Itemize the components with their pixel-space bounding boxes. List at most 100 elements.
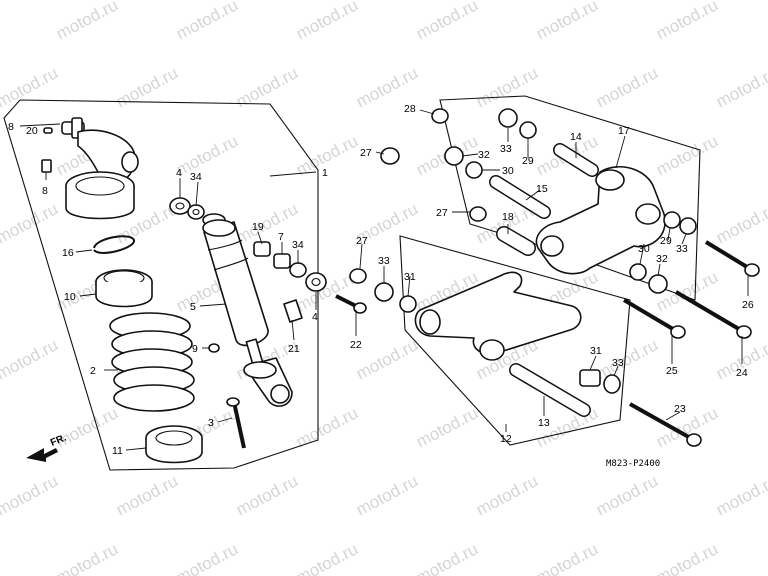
clip-part — [43, 127, 53, 134]
callout-label: 17 — [618, 125, 630, 137]
callout-label: 30 — [502, 165, 514, 177]
bearing-part — [374, 282, 394, 302]
sleeve-part — [496, 226, 536, 256]
callout-label: 27 — [356, 235, 368, 247]
watermark-text: motod.ru — [233, 471, 301, 519]
bearing-part — [663, 211, 681, 229]
watermark-text: motod.ru — [0, 131, 1, 179]
callout-label: 18 — [502, 211, 514, 223]
callout-label: 12 — [500, 433, 512, 445]
watermark-text: motod.ru — [53, 539, 121, 576]
watermark-text: motod.ru — [533, 0, 601, 44]
callout-label: 32 — [478, 149, 490, 161]
shock-upper-mount — [77, 129, 136, 185]
bearing-part — [399, 295, 417, 313]
watermark-text: motod.ru — [713, 471, 768, 519]
shock-group-frame — [3, 99, 319, 471]
washer-part — [305, 272, 327, 292]
arm-group-frame — [439, 95, 701, 301]
callout-label: 1 — [322, 167, 328, 179]
spring-coils — [109, 312, 195, 412]
watermark-text: motod.ru — [353, 471, 421, 519]
leader-lines — [19, 109, 749, 451]
callout-label: 14 — [570, 131, 582, 143]
bearing-part — [519, 121, 537, 139]
watermark-text: motod.ru — [173, 539, 241, 576]
nut-part — [431, 108, 449, 124]
callout-label: 26 — [742, 299, 754, 311]
sleeve-part — [553, 143, 599, 177]
watermark-text: motod.ru — [413, 0, 481, 44]
washer-part — [169, 197, 191, 215]
watermark-text: motod.ru — [593, 63, 661, 111]
watermark-text: motod.ru — [293, 539, 361, 576]
watermark-text: motod.ru — [653, 539, 721, 576]
callout-label: 22 — [350, 339, 362, 351]
callout-label: 27 — [360, 147, 372, 159]
bearing-part — [444, 146, 464, 166]
watermark-text: motod.ru — [473, 471, 541, 519]
callout-label: 34 — [190, 171, 202, 183]
watermark-text: motod.ru — [0, 267, 1, 315]
watermark-text: motod.ru — [173, 0, 241, 44]
callout-label: 31 — [590, 345, 602, 357]
nut-part — [469, 206, 487, 222]
callout-label: 15 — [536, 183, 548, 195]
clevis-top — [243, 361, 277, 379]
callout-label: 33 — [676, 243, 688, 255]
shock-reservoir — [65, 186, 135, 220]
bolt-part — [704, 240, 760, 277]
watermark-text: motod.ru — [353, 335, 421, 383]
lower-seat-inner — [155, 430, 193, 446]
watermark-text: motod.ru — [173, 131, 241, 179]
watermark-text: motod.ru — [0, 539, 1, 576]
shock-reservoir-rim — [75, 176, 125, 196]
damper-top — [202, 219, 236, 237]
bearing-part — [465, 161, 483, 179]
bearing-part — [273, 253, 291, 269]
watermark-text: motod.ru — [233, 199, 301, 247]
small-bolt-part — [41, 159, 52, 173]
callout-label: 4 — [312, 311, 318, 323]
damper-band — [213, 257, 249, 271]
bearing-part — [648, 274, 668, 294]
bolt-part — [335, 294, 367, 314]
washer-part — [187, 204, 205, 220]
callout-labels: 1 2 3 4 4 5 7 8 8 9 10 11 12 13 14 15 16… — [8, 103, 754, 457]
bolt-part — [622, 298, 686, 339]
callout-label: 23 — [674, 403, 686, 415]
arm-eye-part — [635, 203, 661, 225]
callout-label: 31 — [404, 271, 416, 283]
callout-label: 33 — [378, 255, 390, 267]
bearing-part — [679, 217, 697, 235]
bolt-part — [674, 290, 752, 339]
bearing-part — [498, 108, 518, 128]
rod-eye-part — [479, 339, 505, 361]
cushion-rod-part — [414, 271, 582, 355]
bearing-part — [579, 369, 601, 387]
rod-eye-part — [419, 309, 441, 335]
long-bolt-part — [232, 401, 246, 449]
watermark-text: motod.ru — [413, 403, 481, 451]
watermark-text: motod.ru — [293, 0, 361, 44]
callout-label: 8 — [42, 185, 48, 197]
callout-label: 3 — [208, 417, 214, 429]
callout-label: 28 — [404, 103, 416, 115]
watermark-text: motod.ru — [0, 335, 61, 383]
callout-label: 21 — [288, 343, 300, 355]
watermark-text: motod.ru — [593, 471, 661, 519]
watermark-text: motod.ru — [0, 63, 61, 111]
arm-eye-part — [540, 235, 564, 257]
watermark-text: motod.ru — [713, 199, 768, 247]
callout-label: 33 — [500, 143, 512, 155]
nut-part — [349, 268, 367, 284]
watermark-text: motod.ru — [293, 403, 361, 451]
diagram-code: M823-P2400 — [606, 459, 660, 469]
callout-label: 29 — [660, 235, 672, 247]
collar-part — [253, 241, 271, 257]
callout-label: 10 — [64, 291, 76, 303]
callout-label: 29 — [522, 155, 534, 167]
watermark-text: motod.ru — [533, 539, 601, 576]
